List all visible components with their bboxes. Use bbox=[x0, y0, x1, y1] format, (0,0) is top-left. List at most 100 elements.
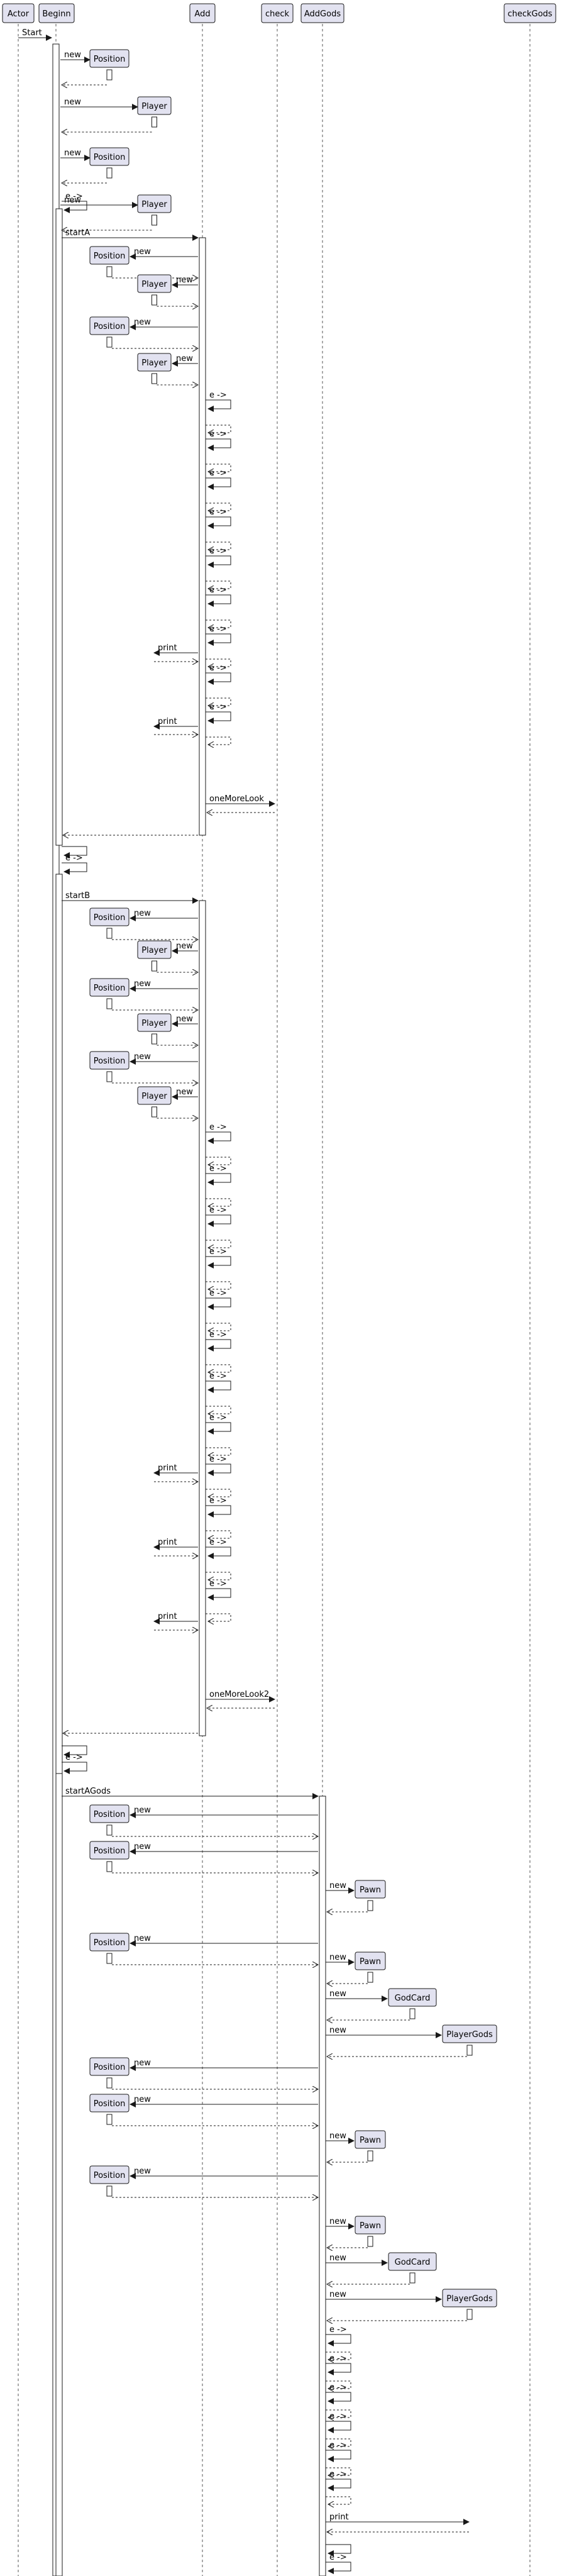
self-arrow-label: e -> bbox=[209, 508, 227, 517]
object-activation bbox=[466, 2045, 473, 2056]
message-label: print bbox=[158, 717, 177, 726]
participant-addgods-label: AddGods bbox=[304, 9, 341, 19]
self-return-arrow bbox=[206, 425, 231, 433]
message-label: new bbox=[64, 148, 81, 158]
self-return-arrow bbox=[206, 1489, 231, 1497]
object-label: Position bbox=[94, 153, 126, 162]
object-box bbox=[388, 2252, 437, 2271]
self-arrow bbox=[62, 862, 87, 875]
participant-check: check bbox=[261, 3, 294, 23]
self-return-arrow bbox=[206, 1447, 231, 1455]
message-label: new bbox=[176, 354, 193, 364]
object-box bbox=[442, 2024, 497, 2043]
self-return-arrow bbox=[326, 2409, 351, 2418]
object-label: Player bbox=[141, 200, 167, 209]
object-label: Position bbox=[94, 984, 126, 993]
self-arrow bbox=[62, 1762, 87, 1774]
object-box bbox=[89, 1051, 129, 1070]
activation-beginn-self-3 bbox=[55, 1773, 63, 2576]
object-label: Position bbox=[94, 55, 126, 64]
self-return-arrow bbox=[206, 1572, 231, 1580]
object-label: Position bbox=[94, 1810, 126, 1819]
self-return-arrow bbox=[206, 697, 231, 706]
activation-add-2 bbox=[199, 900, 206, 1736]
self-arrow-label: e -> bbox=[209, 469, 227, 478]
self-arrow bbox=[62, 846, 87, 858]
self-return-arrow bbox=[206, 541, 231, 550]
self-return-arrow bbox=[206, 1240, 231, 1248]
message-label: new bbox=[134, 247, 151, 257]
object-label: Position bbox=[94, 2099, 126, 2109]
object-box bbox=[89, 246, 129, 265]
self-arrow bbox=[206, 477, 231, 490]
message-label: new bbox=[134, 1052, 151, 1062]
self-arrow bbox=[206, 516, 231, 529]
message-label: new bbox=[176, 1087, 193, 1097]
object-box bbox=[388, 1988, 437, 2007]
self-arrow-label: e -> bbox=[209, 1455, 227, 1464]
activation-bars bbox=[52, 43, 326, 2576]
object-activation bbox=[106, 336, 113, 348]
object-activation bbox=[106, 266, 113, 277]
participant-checkgods-label: checkGods bbox=[507, 9, 552, 19]
object-label: Player bbox=[141, 280, 167, 289]
message-label: new bbox=[64, 196, 81, 205]
self-arrow-label: e -> bbox=[209, 1164, 227, 1174]
self-arrow bbox=[326, 2392, 351, 2404]
self-arrow-label: e -> bbox=[209, 1247, 227, 1257]
message-label: startB bbox=[65, 891, 90, 901]
message-label: new bbox=[134, 1806, 151, 1815]
object-activation bbox=[367, 2150, 373, 2162]
object-label: Player bbox=[141, 1019, 167, 1028]
self-arrow-label: e -> bbox=[65, 192, 83, 201]
self-arrow bbox=[206, 555, 231, 568]
self-arrow bbox=[326, 2334, 351, 2346]
message-label: new bbox=[134, 1842, 151, 1852]
self-return-arrow bbox=[206, 1157, 231, 1165]
object-activation bbox=[409, 2272, 416, 2284]
object-activation bbox=[106, 928, 113, 939]
self-arrow bbox=[326, 2562, 351, 2574]
self-arrow-label: e -> bbox=[209, 586, 227, 595]
self-arrow bbox=[206, 1588, 231, 1601]
activation-addgods-1 bbox=[319, 1796, 326, 2576]
self-return-arrow bbox=[206, 1364, 231, 1372]
object-box bbox=[137, 940, 172, 959]
self-arrow bbox=[62, 201, 87, 213]
participant-checkgods: checkGods bbox=[504, 3, 556, 23]
message-label: new bbox=[176, 1014, 193, 1024]
self-arrow bbox=[206, 1546, 231, 1559]
object-activation bbox=[409, 2008, 416, 2019]
object-box bbox=[89, 316, 129, 335]
object-label: Pawn bbox=[360, 2221, 381, 2231]
object-activation bbox=[152, 1106, 157, 1118]
self-arrow-label: e -> bbox=[209, 702, 227, 712]
object-activation bbox=[152, 373, 157, 384]
self-arrow-label: e -> bbox=[329, 2470, 347, 2479]
object-box bbox=[137, 353, 172, 372]
lifelines bbox=[18, 24, 531, 2576]
self-return-arrow bbox=[206, 1406, 231, 1414]
self-arrow bbox=[206, 711, 231, 724]
message-label: startA bbox=[65, 228, 90, 238]
object-label: Pawn bbox=[360, 2136, 381, 2145]
message-label: new bbox=[134, 909, 151, 918]
object-box bbox=[89, 147, 129, 166]
self-arrow bbox=[206, 633, 231, 646]
self-arrow-label: e -> bbox=[329, 2441, 347, 2450]
object-box bbox=[89, 1804, 129, 1823]
self-arrow bbox=[206, 438, 231, 451]
object-box bbox=[355, 2130, 386, 2149]
activation-add-1 bbox=[199, 237, 206, 836]
object-activation bbox=[106, 69, 113, 80]
self-arrow bbox=[326, 2421, 351, 2433]
self-arrow-label: e -> bbox=[329, 2553, 347, 2562]
object-label: Position bbox=[94, 913, 126, 923]
self-arrow-label: e -> bbox=[209, 1579, 227, 1589]
object-label: Player bbox=[141, 1092, 167, 1101]
self-arrow bbox=[206, 1173, 231, 1185]
activation-beginn-self-1 bbox=[55, 208, 63, 846]
object-label: GodCard bbox=[395, 1994, 431, 2003]
participant-beginn-label: Beginn bbox=[42, 9, 70, 19]
object-box bbox=[89, 908, 129, 926]
